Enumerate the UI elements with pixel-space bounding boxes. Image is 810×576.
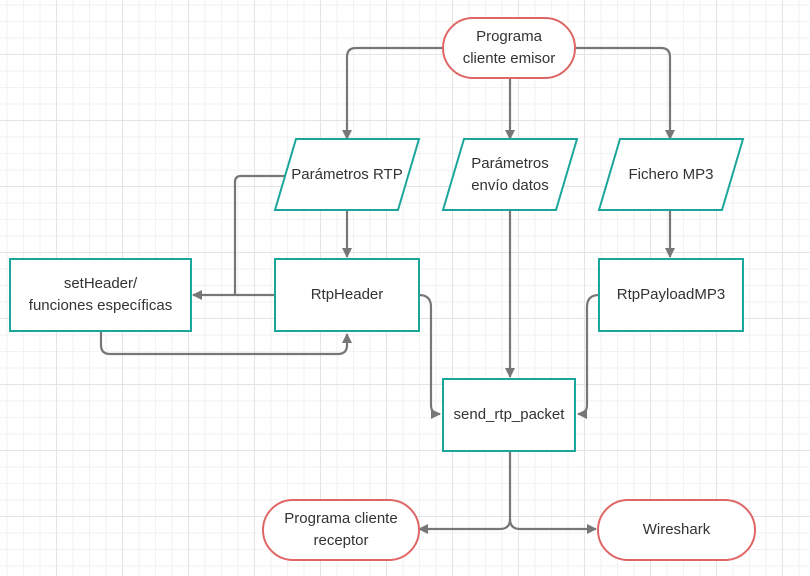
setheader-label: setHeader/ funciones específicas: [10, 259, 191, 331]
connector-params-rtp-to-setheader: [233, 174, 287, 295]
process-rtpheader: [274, 258, 420, 332]
params-rtp-text: Parámetros RTP: [291, 165, 403, 183]
setheader-line1: setHeader/: [63, 275, 138, 292]
fichero-label: Fichero MP3: [599, 139, 743, 210]
terminal-receptor: [262, 499, 420, 561]
connector-emisor-to-fichero: [575, 46, 675, 140]
connector-payload-to-send: [577, 293, 600, 419]
emisor-label-line1: Programa: [476, 28, 542, 45]
data-params-envio: [441, 138, 579, 211]
receptor-line2: receptor: [313, 532, 369, 549]
process-payload: [598, 258, 744, 332]
send-label: send_rtp_packet: [443, 379, 575, 451]
fichero-text: Fichero MP3: [628, 165, 714, 183]
payload-label: RtpPayloadMP3: [599, 259, 743, 331]
params-envio-line1: Parámetros: [471, 154, 549, 172]
receptor-line1: Programa cliente: [284, 510, 398, 527]
data-params-rtp: [273, 138, 421, 211]
wireshark-label: Wireshark: [598, 500, 755, 560]
data-fichero: [597, 138, 745, 211]
setheader-line2: funciones específicas: [28, 297, 173, 314]
process-send: [442, 378, 576, 452]
terminal-emisor: [442, 17, 576, 79]
emisor-label-line2: cliente emisor: [462, 50, 556, 67]
payload-text: RtpPayloadMP3: [616, 286, 726, 303]
params-rtp-label: Parámetros RTP: [275, 139, 419, 210]
receptor-label: Programa cliente receptor: [263, 500, 419, 560]
rtpheader-label: RtpHeader: [275, 259, 419, 331]
rtpheader-text: RtpHeader: [310, 286, 384, 303]
connector-send-to-receptor: [418, 451, 512, 534]
params-envio-label: Parámetros envío datos: [443, 139, 577, 210]
connector-rtpheader-to-send: [418, 293, 441, 419]
connector-send-to-wireshark: [508, 518, 597, 534]
terminal-wireshark: [597, 499, 756, 561]
connector-emisor-to-params-rtp: [342, 46, 443, 140]
send-text: send_rtp_packet: [453, 406, 565, 423]
emisor-label: Programa cliente emisor: [443, 18, 575, 78]
process-setheader: [9, 258, 192, 332]
params-envio-line2: envío datos: [471, 176, 549, 194]
connector-setheader-to-rtpheader: [99, 331, 352, 356]
wireshark-text: Wireshark: [642, 521, 711, 538]
